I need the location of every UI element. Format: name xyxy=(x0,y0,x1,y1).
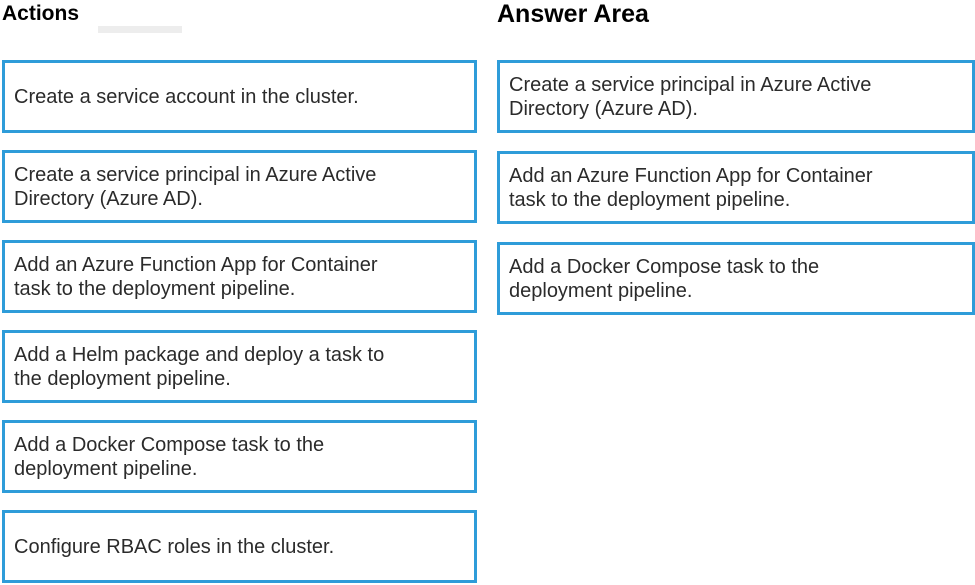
answer-card-function-app[interactable]: Add an Azure Function App for Container … xyxy=(497,151,975,224)
action-card-rbac-roles[interactable]: Configure RBAC roles in the cluster. xyxy=(2,510,477,583)
answer-area-panel: Answer Area Create a service principal i… xyxy=(497,0,975,315)
answer-card-docker-compose[interactable]: Add a Docker Compose task to the deploym… xyxy=(497,242,975,315)
action-card-docker-compose[interactable]: Add a Docker Compose task to the deploym… xyxy=(2,420,477,493)
action-card-label: Create a service account in the cluster. xyxy=(14,85,359,108)
action-card-label: Create a service principal in Azure Acti… xyxy=(14,163,377,210)
answer-card-service-principal[interactable]: Create a service principal in Azure Acti… xyxy=(497,60,975,133)
smudge-artifact xyxy=(98,26,182,33)
action-card-label: Configure RBAC roles in the cluster. xyxy=(14,535,335,558)
answer-card-label: Add an Azure Function App for Container … xyxy=(509,164,873,211)
action-card-label: Add a Docker Compose task to the deploym… xyxy=(14,433,325,480)
action-card-function-app[interactable]: Add an Azure Function App for Container … xyxy=(2,240,477,313)
action-card-helm-package[interactable]: Add a Helm package and deploy a task to … xyxy=(2,330,477,403)
actions-list: Create a service account in the cluster.… xyxy=(2,60,477,583)
answer-area-list: Create a service principal in Azure Acti… xyxy=(497,60,975,315)
answer-card-label: Add a Docker Compose task to the deploym… xyxy=(509,255,820,302)
answer-card-label: Create a service principal in Azure Acti… xyxy=(509,73,872,120)
action-card-label: Add an Azure Function App for Container … xyxy=(14,253,378,300)
answer-area-title: Answer Area xyxy=(497,0,649,28)
actions-panel: Actions Create a service account in the … xyxy=(2,0,477,583)
action-card-service-principal[interactable]: Create a service principal in Azure Acti… xyxy=(2,150,477,223)
action-card-label: Add a Helm package and deploy a task to … xyxy=(14,343,385,390)
action-card-service-account[interactable]: Create a service account in the cluster. xyxy=(2,60,477,133)
actions-title: Actions xyxy=(2,2,80,25)
